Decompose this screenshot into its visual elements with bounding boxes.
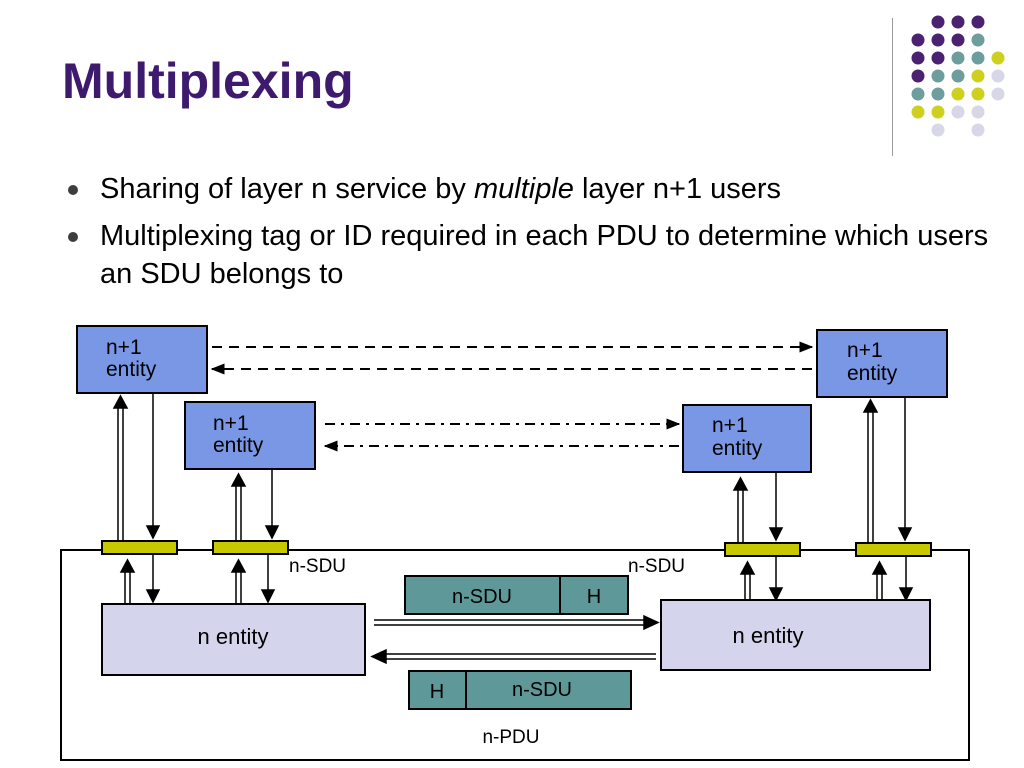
sdu-label-right: n-SDU <box>628 556 685 577</box>
svg-text:n-SDU: n-SDU <box>512 679 572 701</box>
svg-text:entity: entity <box>847 362 898 385</box>
bullet-text: Sharing of layer n service by <box>100 173 474 205</box>
decorative-dot <box>911 51 925 65</box>
decorative-dot <box>911 105 925 119</box>
decorative-dot <box>931 105 945 119</box>
bullet-icon <box>68 232 78 242</box>
decorative-dot <box>951 15 965 29</box>
sap-bar-2 <box>212 540 289 555</box>
bullet-icon <box>68 185 78 195</box>
svg-text:entity: entity <box>213 434 264 457</box>
sap-bar-3 <box>724 542 801 557</box>
decorative-dot <box>971 87 985 101</box>
n-entity-left: n entity <box>101 603 366 676</box>
bullet-list: Sharing of layer n service by multiple l… <box>68 170 998 302</box>
decorative-dot-grid <box>911 15 1005 137</box>
svg-text:H: H <box>587 586 601 608</box>
decorative-dot <box>931 33 945 47</box>
sap-arrows-lower <box>119 555 914 604</box>
decorative-dot <box>911 33 925 47</box>
svg-text:H: H <box>430 681 444 703</box>
upper-entity-right-outer: n+1 entity <box>816 329 948 398</box>
decorative-dot <box>911 69 925 83</box>
decorative-dot <box>951 87 965 101</box>
bullet-text-end: layer n+1 users <box>573 173 782 205</box>
sap-bar-4 <box>855 542 932 557</box>
svg-text:entity: entity <box>106 358 157 381</box>
decorative-dot <box>971 33 985 47</box>
decorative-dot <box>991 69 1005 83</box>
pdu-label: n-PDU <box>482 727 539 748</box>
decorative-dot <box>931 87 945 101</box>
decorative-dot <box>931 69 945 83</box>
bullet-emphasis: multiple <box>473 173 574 205</box>
pdu-arrow-left <box>370 648 656 665</box>
svg-text:n+1: n+1 <box>213 412 249 435</box>
svg-text:n+1: n+1 <box>712 414 748 437</box>
svg-text:entity: entity <box>712 437 763 460</box>
decorative-dot <box>951 69 965 83</box>
decorative-dot <box>931 123 945 137</box>
page-title: Multiplexing <box>62 53 354 109</box>
svg-text:n+1: n+1 <box>106 336 142 359</box>
svg-text:n-SDU: n-SDU <box>452 586 512 608</box>
svg-text:n+1: n+1 <box>847 339 883 362</box>
decorative-dot <box>951 105 965 119</box>
svg-text:n entity: n entity <box>198 624 269 649</box>
sdu-label-left: n-SDU <box>289 556 346 577</box>
decorative-dot <box>971 123 985 137</box>
decorative-dot <box>911 87 925 101</box>
decorative-dot <box>951 51 965 65</box>
decorative-dot <box>951 33 965 47</box>
n-entity-right: n entity <box>660 599 931 671</box>
title-divider <box>892 18 893 156</box>
decorative-dot <box>971 51 985 65</box>
svg-text:n entity: n entity <box>733 623 804 648</box>
sap-bar-1 <box>101 540 178 555</box>
bullet-item-multiplexing-tag: Multiplexing tag or ID required in each … <box>68 217 998 293</box>
decorative-dot <box>971 15 985 29</box>
decorative-dot <box>931 51 945 65</box>
upper-entity-left-outer: n+1 entity <box>76 325 208 394</box>
bullet-text: Multiplexing tag or ID required in each … <box>100 220 989 290</box>
pdu-arrow-right <box>374 614 660 631</box>
bullet-item-sharing: Sharing of layer n service by multiple l… <box>68 170 998 208</box>
decorative-dot <box>971 69 985 83</box>
upper-entity-left-inner: n+1 entity <box>184 401 316 470</box>
upper-entity-right-inner: n+1 entity <box>682 404 812 473</box>
decorative-dot <box>991 87 1005 101</box>
decorative-dot <box>991 51 1005 65</box>
decorative-dot <box>931 15 945 29</box>
sap-arrows-upper <box>112 394 913 542</box>
decorative-dot <box>971 105 985 119</box>
pdu-upper: n-SDU H <box>404 575 629 615</box>
pdu-lower: H n-SDU <box>408 670 632 710</box>
